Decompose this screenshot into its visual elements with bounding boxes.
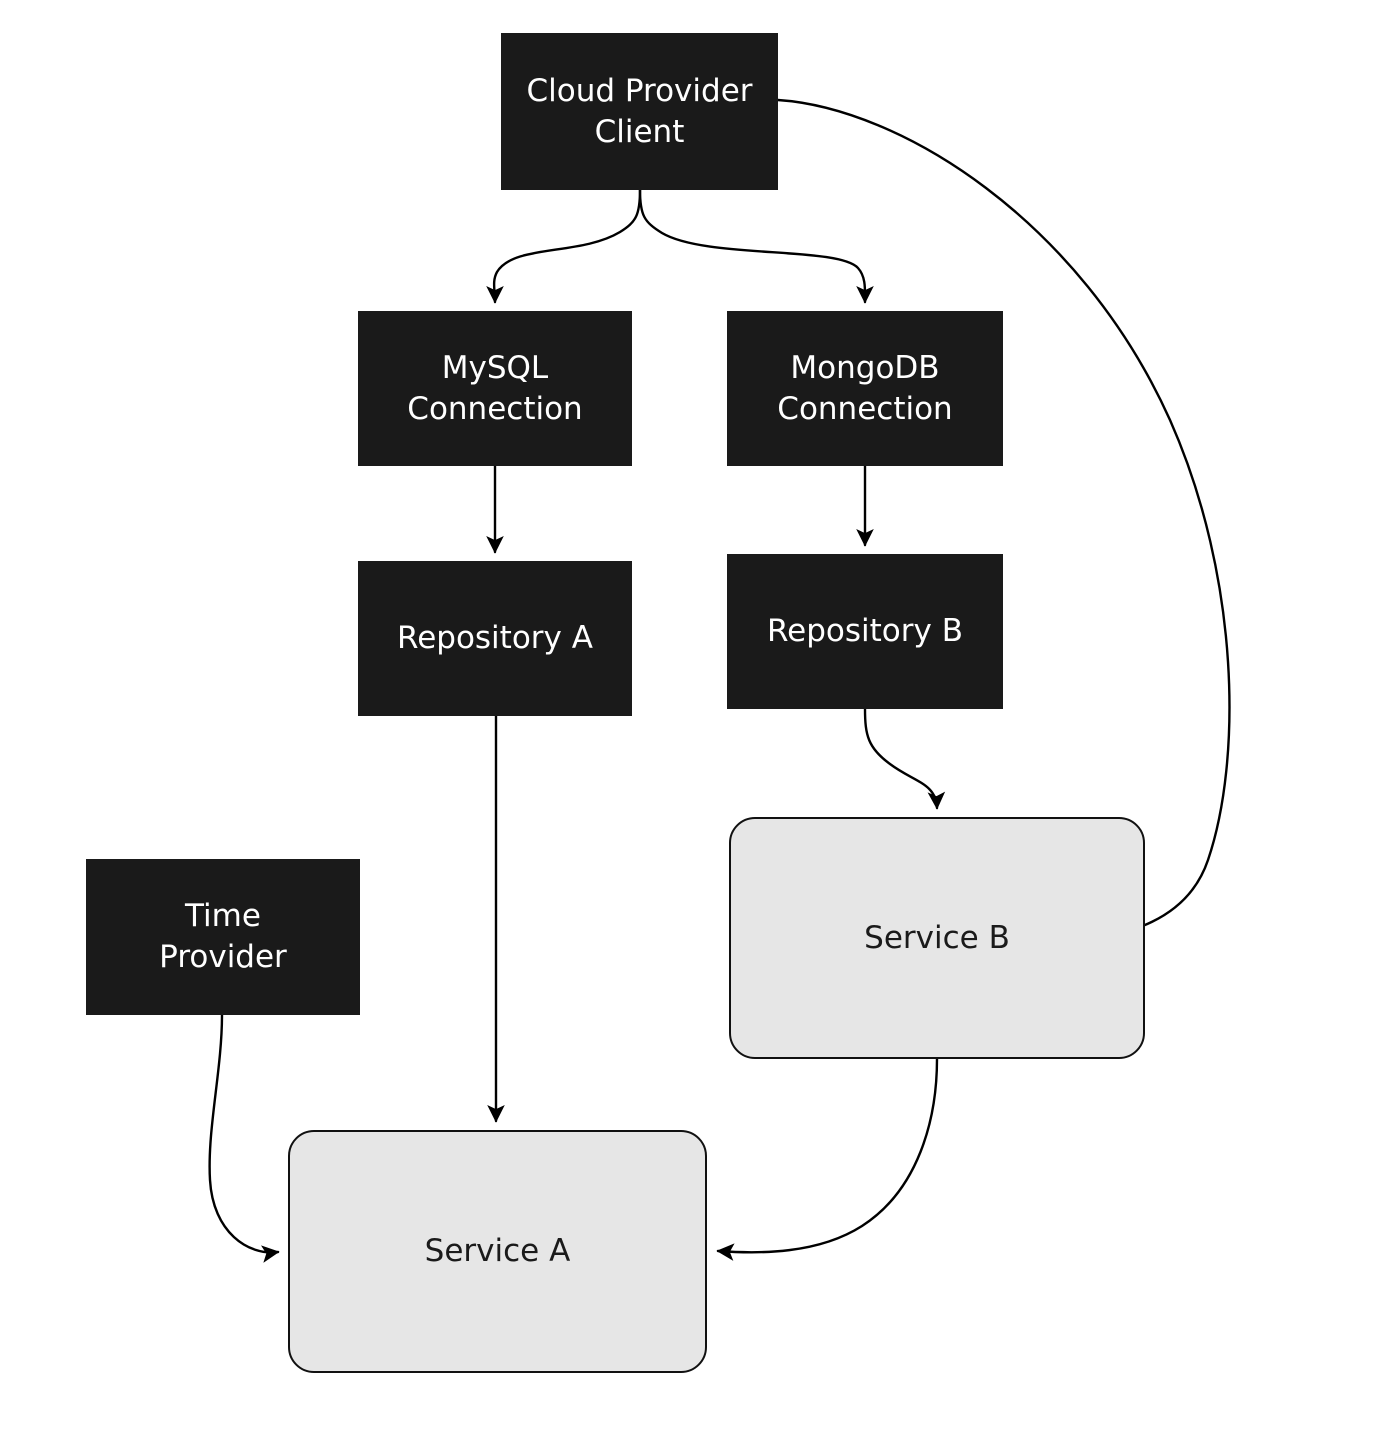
node-service-a[interactable]: Service A — [288, 1130, 707, 1373]
node-time-provider[interactable]: Time Provider — [86, 859, 360, 1015]
node-label-cloud-provider-client: Cloud Provider Client — [526, 72, 753, 150]
node-label-mysql-connection: MySQL Connection — [407, 349, 583, 427]
node-repository-a[interactable]: Repository A — [358, 561, 632, 716]
node-label-repository-a: Repository A — [397, 620, 593, 657]
node-mongodb-connection[interactable]: MongoDB Connection — [727, 311, 1003, 466]
node-cloud-provider-client[interactable]: Cloud Provider Client — [501, 33, 778, 190]
edge-service-b-to-service-a — [716, 1057, 939, 1261]
node-label-mongodb-connection: MongoDB Connection — [777, 349, 953, 427]
edge-client-to-mysql — [486, 188, 642, 304]
edge-client-to-mongodb — [638, 188, 874, 304]
node-service-b[interactable]: Service B — [729, 817, 1145, 1059]
node-label-service-b: Service B — [864, 919, 1010, 956]
edge-time-provider-to-service-a — [208, 1013, 280, 1263]
edge-repository-b-to-service-b — [863, 707, 946, 810]
node-label-time-provider: Time Provider — [159, 898, 287, 975]
node-repository-b[interactable]: Repository B — [727, 554, 1003, 709]
node-label-repository-b: Repository B — [767, 613, 963, 650]
node-label-service-a: Service A — [424, 1233, 571, 1270]
node-mysql-connection[interactable]: MySQL Connection — [358, 311, 632, 466]
edge-client-to-serviceb — [776, 98, 1231, 948]
